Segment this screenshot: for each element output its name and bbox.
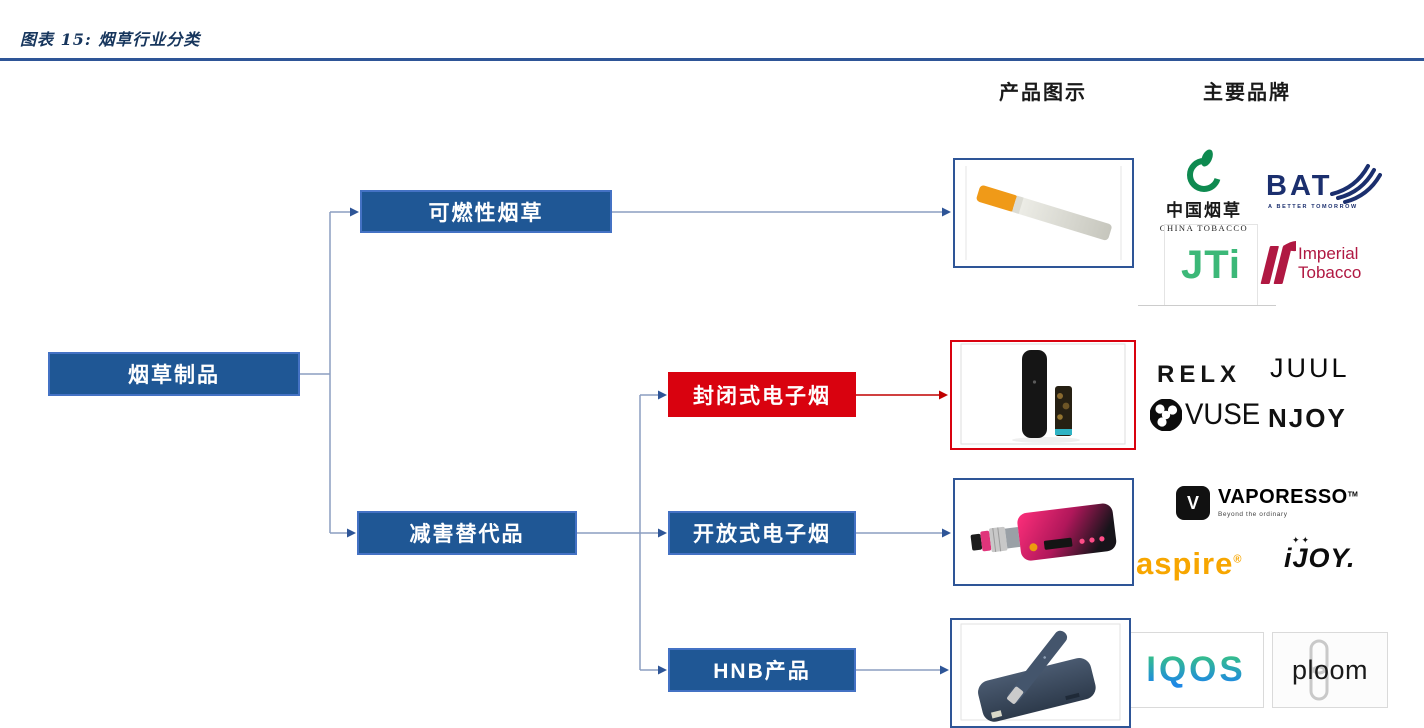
node-tobacco-products: 烟草制品 (48, 352, 300, 396)
bat-wordmark: BAT (1266, 170, 1333, 202)
open-ecig-image (953, 478, 1134, 586)
hnb-device-icon (960, 623, 1121, 722)
brand-row-divider (1138, 305, 1276, 306)
brand-aspire: aspire® (1136, 546, 1242, 582)
vaporesso-v-icon: V (1176, 486, 1210, 520)
imperial-line1: Imperial (1298, 244, 1359, 263)
ploom-link-icon (1309, 639, 1329, 701)
jti-wordmark: JTi (1180, 242, 1242, 287)
brand-iqos: IQOS (1128, 632, 1264, 708)
bat-swoosh-icon (1330, 164, 1382, 204)
node-closed-system-ecig: 封闭式电子烟 (668, 372, 856, 417)
ijoy-wordmark: iJOY. (1284, 543, 1356, 573)
vuse-wordmark: VUSE (1185, 398, 1261, 431)
pod-vape-icon (960, 343, 1126, 445)
iqos-wordmark: IQOS (1146, 650, 1246, 689)
brand-china-tobacco: 中国烟草 CHINA TOBACCO (1152, 147, 1256, 246)
vaporesso-tm: TM (1347, 491, 1358, 499)
bat-tagline: A BETTER TOMORROW (1268, 204, 1358, 210)
node-open-system-ecig: 开放式电子烟 (668, 511, 856, 555)
brand-njoy: NJOY (1268, 403, 1347, 433)
aspire-reg-mark: ® (1233, 553, 1243, 566)
brand-ijoy: ✦✦ iJOY. (1284, 535, 1356, 574)
cigarette-icon (965, 166, 1122, 260)
node-harm-reduction-substitutes: 减害替代品 (357, 511, 577, 555)
brand-imperial-tobacco: Imperial Tobacco (1260, 228, 1396, 298)
china-tobacco-en-label: CHINA TOBACCO (1159, 223, 1249, 233)
node-hnb-products: HNB产品 (668, 648, 856, 692)
brand-relx: RELX (1157, 361, 1242, 388)
brand-ploom: ploom (1272, 632, 1388, 708)
title-divider (0, 58, 1424, 61)
brand-vaporesso: V VAPORESSOTM Beyond the ordinary (1176, 486, 1358, 520)
vaporesso-wordmark: VAPORESSO (1218, 486, 1348, 508)
brand-column-header: 主要品牌 (1203, 82, 1291, 104)
node-combustible-tobacco: 可燃性烟草 (360, 190, 612, 233)
vaporesso-tagline: Beyond the ordinary (1218, 511, 1288, 518)
brand-vuse: VUSE (1150, 398, 1267, 432)
china-tobacco-emblem-icon (1187, 149, 1221, 192)
ploom-wordmark: ploom (1291, 654, 1369, 685)
blue-arrowheads (347, 207, 951, 675)
closed-ecig-image (950, 340, 1136, 450)
aspire-wordmark: aspire (1136, 546, 1234, 581)
vuse-circle-icon (1150, 399, 1182, 431)
brand-jti: JTi (1164, 224, 1258, 306)
figure-title: 图表 15: 烟草行业分类 (20, 30, 201, 49)
red-arrowhead (939, 390, 948, 400)
brand-bat: BAT A BETTER TOMORROW (1258, 152, 1384, 228)
blue-connector-path (300, 211, 943, 671)
brand-juul: JUUL (1270, 353, 1350, 383)
imperial-tobacco-mark-icon (1260, 241, 1296, 284)
ijoy-sparkles-icon: ✦✦ (1292, 535, 1312, 545)
cigarette-image (953, 158, 1134, 268)
product-column-header: 产品图示 (999, 82, 1087, 104)
hnb-device-image (950, 618, 1131, 728)
china-tobacco-cn-label: 中国烟草 (1166, 201, 1242, 220)
box-mod-icon (970, 503, 1117, 561)
imperial-line2: Tobacco (1298, 263, 1362, 282)
